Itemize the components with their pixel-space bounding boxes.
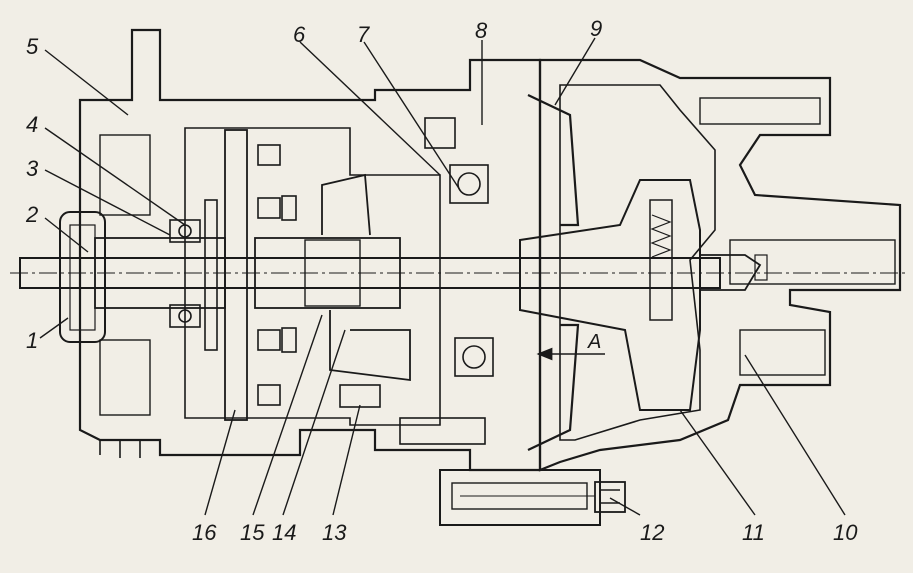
callout-6: 6 — [293, 22, 306, 47]
advance-plate — [204, 129, 297, 421]
leader-1 — [39, 317, 69, 339]
breaker-assembly — [321, 173, 486, 445]
leader-6 — [299, 41, 441, 176]
distributor-cap — [538, 58, 902, 472]
callout-16: 16 — [192, 520, 217, 545]
view-arrow-label: A — [587, 331, 601, 353]
leader-9 — [554, 37, 596, 106]
rotor — [519, 179, 701, 411]
leader-16 — [204, 409, 236, 516]
callout-3: 3 — [26, 156, 39, 181]
callout-13: 13 — [322, 520, 347, 545]
leader-13 — [332, 404, 361, 516]
callout-4: 4 — [26, 112, 38, 137]
callout-10: 10 — [833, 520, 858, 545]
callout-9: 9 — [590, 16, 602, 41]
view-arrow: A — [536, 331, 605, 361]
housing-body — [78, 28, 542, 472]
leader-lines — [39, 37, 846, 516]
center-contact — [699, 254, 768, 291]
callout-8: 8 — [475, 18, 488, 43]
callout-1: 1 — [26, 328, 38, 353]
screw-12 — [594, 481, 626, 513]
callouts: 1 2 3 4 5 6 7 8 9 10 11 12 13 14 15 16 — [25, 16, 858, 545]
bearings — [424, 117, 494, 377]
callout-14: 14 — [272, 520, 296, 545]
drive-flange — [59, 211, 106, 343]
leader-15 — [252, 314, 323, 516]
dust-shield-9 — [527, 94, 580, 451]
callout-2: 2 — [25, 202, 38, 227]
callout-12: 12 — [640, 520, 664, 545]
leader-3 — [44, 169, 171, 236]
leader-14 — [282, 329, 346, 516]
callout-15: 15 — [240, 520, 265, 545]
mounting-lug — [439, 469, 601, 526]
leader-12 — [609, 497, 641, 516]
callout-11: 11 — [742, 520, 765, 545]
leader-7 — [363, 41, 461, 191]
callout-7: 7 — [357, 22, 370, 47]
leader-11 — [679, 409, 756, 516]
leader-5 — [44, 49, 129, 116]
leader-2 — [44, 217, 89, 253]
leader-10 — [744, 354, 846, 516]
callout-5: 5 — [26, 34, 39, 59]
leader-4 — [44, 127, 186, 226]
